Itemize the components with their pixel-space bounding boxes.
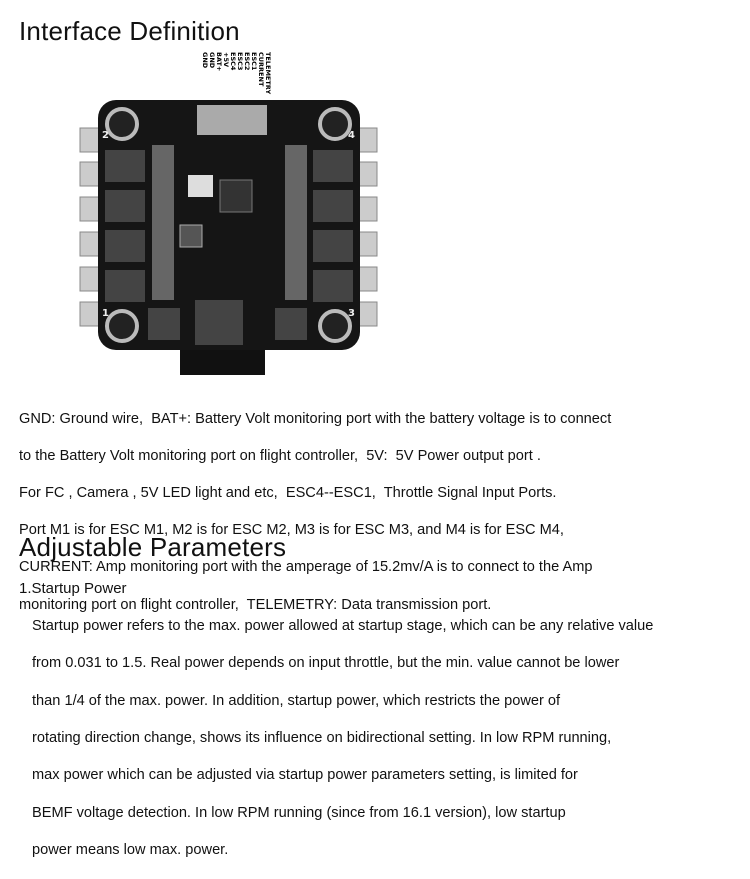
board-label: ESC4 <box>229 52 237 71</box>
corner-number: 3 <box>348 308 355 319</box>
text-line: than 1/4 of the max. power. In addition,… <box>32 692 561 709</box>
corner-number: 2 <box>102 130 109 141</box>
esc-board-image: TELEMETRY CURRENT ESC1 ESC2 ESC3 ESC4 +5… <box>79 52 378 375</box>
board-label: BAT+ <box>215 52 223 71</box>
text-line: Port M1 is for ESC M1, M2 is for ESC M2,… <box>19 522 564 539</box>
text-line: Startup power refers to the max. power a… <box>32 617 654 634</box>
corner-number: 4 <box>348 130 355 141</box>
text-line: rotating direction change, shows its inf… <box>32 729 612 746</box>
section-title-interface-definition: Interface Definition <box>19 16 240 46</box>
text-line: CURRENT: Amp monitoring port with the am… <box>19 559 593 576</box>
board-label: ESC3 <box>236 52 244 70</box>
board-label: ESC1 <box>250 52 258 71</box>
board-label: +5V <box>222 52 230 67</box>
mounting-holes <box>105 107 352 343</box>
board-label: GND <box>208 52 216 69</box>
text-line: power means low max. power. <box>32 842 229 859</box>
board-label: CURRENT <box>257 52 265 87</box>
text-line: BEMF voltage detection. In low RPM runni… <box>32 804 566 821</box>
text-line: to the Battery Volt monitoring port on f… <box>19 447 541 464</box>
text-line: max power which can be adjusted via star… <box>32 767 578 784</box>
board-label: GND <box>201 52 209 69</box>
corner-number: 1 <box>102 308 109 319</box>
board-label: ESC2 <box>243 52 251 70</box>
text-line: from 0.031 to 1.5. Real power depends on… <box>32 655 620 672</box>
interface-description: GND: Ground wire, BAT+: Battery Volt mon… <box>19 391 611 633</box>
board-label: TELEMETRY <box>264 52 272 94</box>
startup-power-description: Startup power refers to the max. power a… <box>32 598 653 879</box>
connector <box>197 105 267 135</box>
text-line: For FC , Camera , 5V LED light and etc, … <box>19 484 557 501</box>
section-title-adjustable-parameters: Adjustable Parameters <box>19 532 287 562</box>
text-line: monitoring port on flight controller, TE… <box>19 596 492 613</box>
text-line: GND: Ground wire, BAT+: Battery Volt mon… <box>19 410 612 427</box>
subsection-title: 1.Startup Power <box>19 580 127 597</box>
